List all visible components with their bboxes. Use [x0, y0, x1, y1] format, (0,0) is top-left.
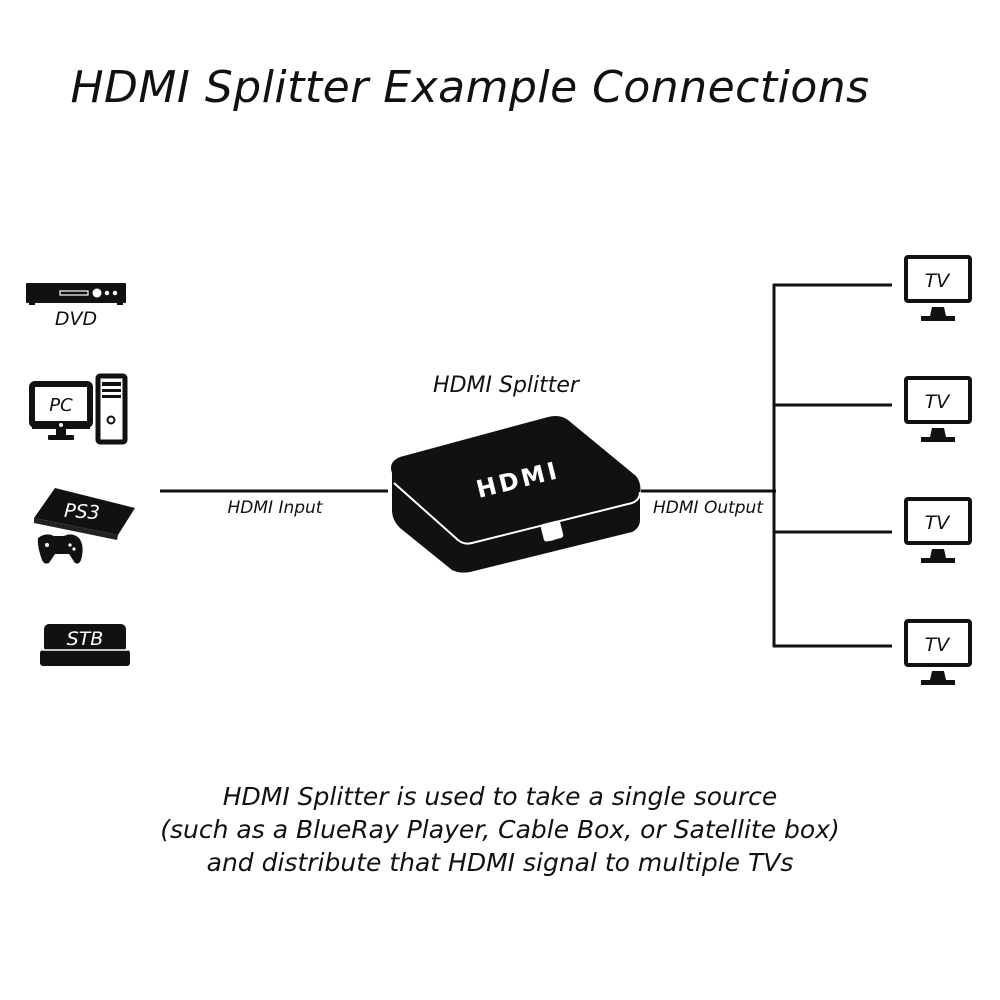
caption: HDMI Splitter is used to take a single s… [0, 780, 1000, 879]
ps3-console-icon [34, 488, 135, 564]
set-top-box-icon [40, 624, 130, 666]
output-label-tv-1: TV [925, 270, 952, 292]
source-label-ps3: PS3 [63, 500, 100, 524]
source-label-dvd: DVD [55, 308, 97, 330]
splitter-label: HDMI Splitter [433, 373, 581, 398]
caption-line: and distribute that HDMI signal to multi… [206, 848, 794, 877]
tv-icon [904, 619, 972, 685]
tv-icon [904, 376, 972, 442]
diagram-title: HDMI Splitter Example Connections [70, 62, 870, 113]
hdmi-output-label: HDMI Output [653, 498, 764, 518]
tv-icon [904, 255, 972, 321]
caption-line: HDMI Splitter is used to take a single s… [222, 782, 778, 811]
dvd-player-icon [26, 283, 126, 305]
hdmi-splitter-device [391, 416, 641, 573]
source-label-pc: PC [49, 395, 73, 416]
output-label-tv-4: TV [925, 634, 952, 656]
output-label-tv-2: TV [925, 391, 952, 413]
caption-line: (such as a BlueRay Player, Cable Box, or… [160, 815, 840, 844]
hdmi-input-label: HDMI Input [228, 498, 324, 518]
pc-icon [29, 373, 128, 445]
source-label-stb: STB [67, 628, 104, 650]
tv-icon [904, 497, 972, 563]
output-label-tv-3: TV [925, 512, 952, 534]
